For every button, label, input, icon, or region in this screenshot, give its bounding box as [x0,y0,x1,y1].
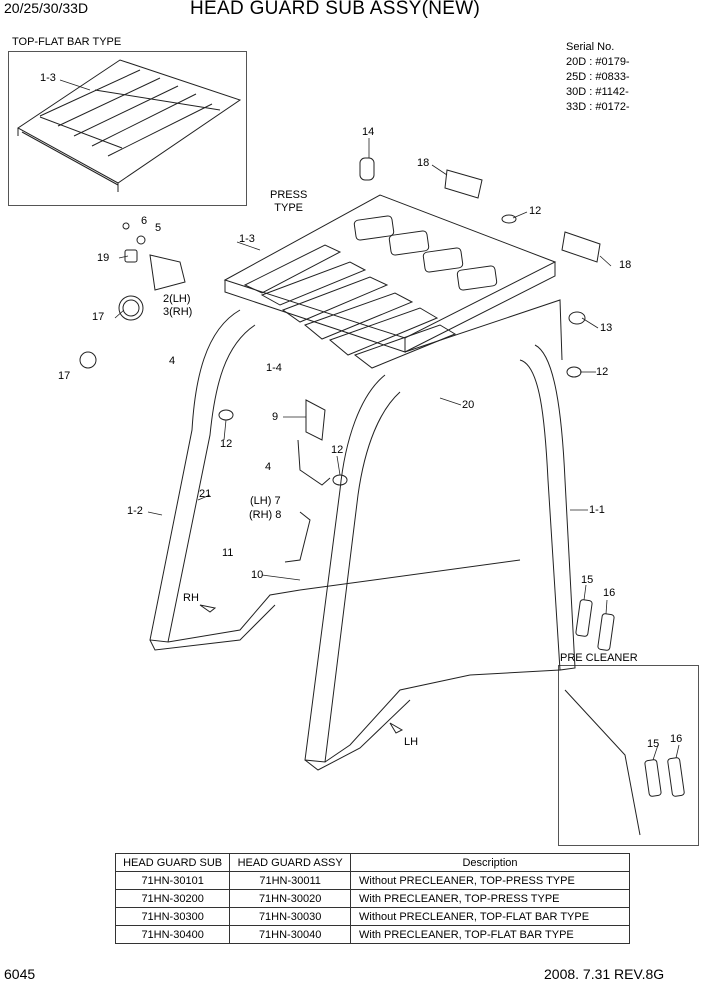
callout-5: 5 [155,222,162,234]
table-row: 71HN-30200 71HN-30020 With PRECLEANER, T… [114,889,630,908]
leader-lines [59,79,680,761]
callout-4-mid: 4 [265,461,272,473]
callout-9: 9 [272,411,279,423]
top-flat-bar-inset [8,51,247,206]
head-guard-frame-drawing [149,299,576,771]
callout-1-4: 1-4 [266,362,282,374]
serial-block: Serial No. 20D : #0179- 25D : #0833- 30D… [566,40,630,115]
top-flat-bar-label: TOP-FLAT BAR TYPE [12,36,122,48]
col-head-guard-sub: HEAD GUARD SUB [114,853,231,872]
serial-line: 20D : #0179- [566,56,630,68]
cell-assy: 71HN-30011 [229,871,351,890]
cell-assy: 71HN-30030 [229,907,351,926]
cell-desc: Without PRECLEANER, TOP-FLAT BAR TYPE [350,907,630,926]
page-title: HEAD GUARD SUB ASSY(NEW) [190,0,481,19]
page-number: 6045 [4,966,36,982]
table-row: 71HN-30400 71HN-30040 With PRECLEANER, T… [114,925,630,944]
serial-heading: Serial No. [566,41,615,53]
callout-12-right: 12 [596,366,609,378]
cell-assy: 71HN-30040 [229,925,351,944]
callout-12-mid: 12 [331,444,344,456]
callout-3-rh: 3(RH) [163,306,193,318]
cell-desc: With PRECLEANER, TOP-PRESS TYPE [350,889,630,908]
cell-sub: 71HN-30101 [114,871,231,890]
table-row: 71HN-30101 71HN-30011 Without PRECLEANER… [114,871,630,890]
flat-bar-frame-drawing [17,59,242,192]
cell-desc: Without PRECLEANER, TOP-PRESS TYPE [350,871,630,890]
callout-4-left: 4 [169,355,176,367]
pre-cleaner-inset [558,665,699,846]
cell-sub: 71HN-30400 [114,925,231,944]
callout-1-2: 1-2 [127,505,143,517]
callout-20: 20 [462,399,475,411]
serial-line: 33D : #0172- [566,101,630,113]
callout-1-1: 1-1 [589,504,605,516]
serial-line: 25D : #0833- [566,71,630,83]
callout-17-inset: 17 [58,370,71,382]
callout-12-left: 12 [220,438,233,450]
col-head-guard-assy: HEAD GUARD ASSY [229,853,351,872]
callout-6: 6 [141,215,148,227]
callout-1-3-inset: 1-3 [40,72,56,84]
callout-11: 11 [222,547,234,559]
callout-16-inset: 16 [670,733,683,745]
cell-sub: 71HN-30200 [114,889,231,908]
callout-1-3: 1-3 [239,233,255,245]
callout-19: 19 [97,252,110,264]
cell-sub: 71HN-30300 [114,907,231,926]
table-header-row: HEAD GUARD SUB HEAD GUARD ASSY Descripti… [114,853,630,872]
roof-plate-drawing [223,194,557,369]
revision-date: 2008. 7.31 REV.8G [544,966,665,982]
callout-15: 15 [581,574,594,586]
callout-15-inset: 15 [647,738,660,750]
cell-desc: With PRECLEANER, TOP-FLAT BAR TYPE [350,925,630,944]
direction-lh-label: LH [404,736,419,748]
serial-line: 30D : #1142- [566,86,629,98]
table-row: 71HN-30300 71HN-30030 Without PRECLEANER… [114,907,630,926]
callout-17: 17 [92,311,105,323]
callout-10: 10 [251,569,264,581]
parts-table: HEAD GUARD SUB HEAD GUARD ASSY Descripti… [114,853,630,944]
cell-assy: 71HN-30020 [229,889,351,908]
model-range: 20/25/30/33D [4,0,89,16]
callout-21: 21 [199,488,212,500]
callout-2-lh: 2(LH) [163,293,191,305]
component-parts-drawing [79,157,685,836]
direction-rh-label: RH [183,592,199,604]
callout-14: 14 [362,126,375,138]
pre-cleaner-label: PRE CLEANER [560,652,638,664]
col-description: Description [350,853,630,872]
callout-18-top: 18 [417,157,430,169]
callout-8-rh: (RH) 8 [249,509,282,521]
callout-18-right: 18 [619,259,632,271]
callout-13: 13 [600,322,613,334]
callout-16: 16 [603,587,616,599]
callout-7-lh: (LH) 7 [250,495,281,507]
callout-12-roof: 12 [529,205,542,217]
